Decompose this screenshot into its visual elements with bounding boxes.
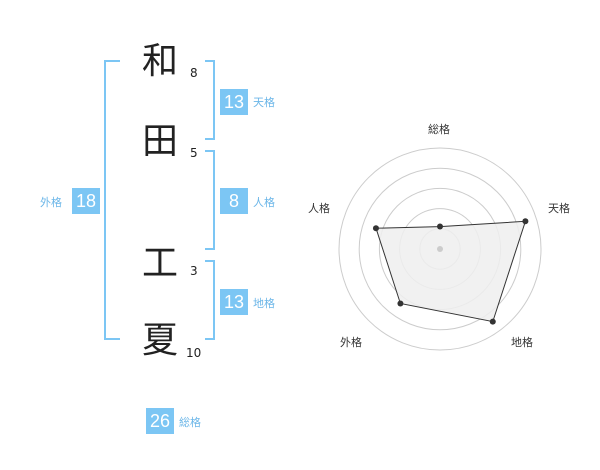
radar-point-2 — [489, 318, 496, 325]
jinkaku-value: 8 — [220, 188, 248, 214]
name-char-1: 和 — [141, 41, 178, 82]
radar-axis-label-gaikaku: 外格 — [340, 336, 362, 349]
stroke-count-1: 8 — [190, 66, 198, 80]
radar-point-1 — [522, 218, 529, 225]
stroke-count-3: 3 — [190, 264, 198, 278]
name-char-4: 夏 — [141, 320, 178, 361]
tenkaku-label: 天格 — [253, 96, 275, 109]
chikaku-value: 13 — [220, 289, 248, 315]
gaikaku-label: 外格 — [40, 196, 62, 209]
radar-grid-ring — [358, 167, 522, 331]
radar-point-4 — [372, 225, 379, 232]
radar-axis-label-soukaku: 総格 — [428, 123, 450, 136]
radar-point-3 — [397, 300, 404, 307]
radar-center-dot — [437, 246, 443, 252]
radar-axis-label-chikaku: 地格 — [511, 336, 533, 349]
chikaku-label: 地格 — [253, 297, 275, 310]
radar-axis-label-tenkaku: 天格 — [548, 202, 570, 215]
radar-axis-label-jinkaku: 人格 — [308, 202, 330, 215]
stroke-count-4: 10 — [186, 346, 202, 360]
radar-point-0 — [437, 223, 443, 230]
name-char-2: 田 — [141, 121, 178, 162]
radar-series-polygon — [375, 220, 527, 323]
soukaku-value: 26 — [146, 408, 174, 434]
gaikaku-value: 18 — [72, 188, 100, 214]
radar-grid-ring — [338, 147, 542, 351]
jinkaku-label: 人格 — [253, 196, 275, 209]
stroke-count-2: 5 — [190, 146, 198, 160]
name-char-3: 工 — [141, 243, 178, 284]
soukaku-label: 総格 — [179, 416, 201, 429]
tenkaku-value: 13 — [220, 89, 248, 115]
